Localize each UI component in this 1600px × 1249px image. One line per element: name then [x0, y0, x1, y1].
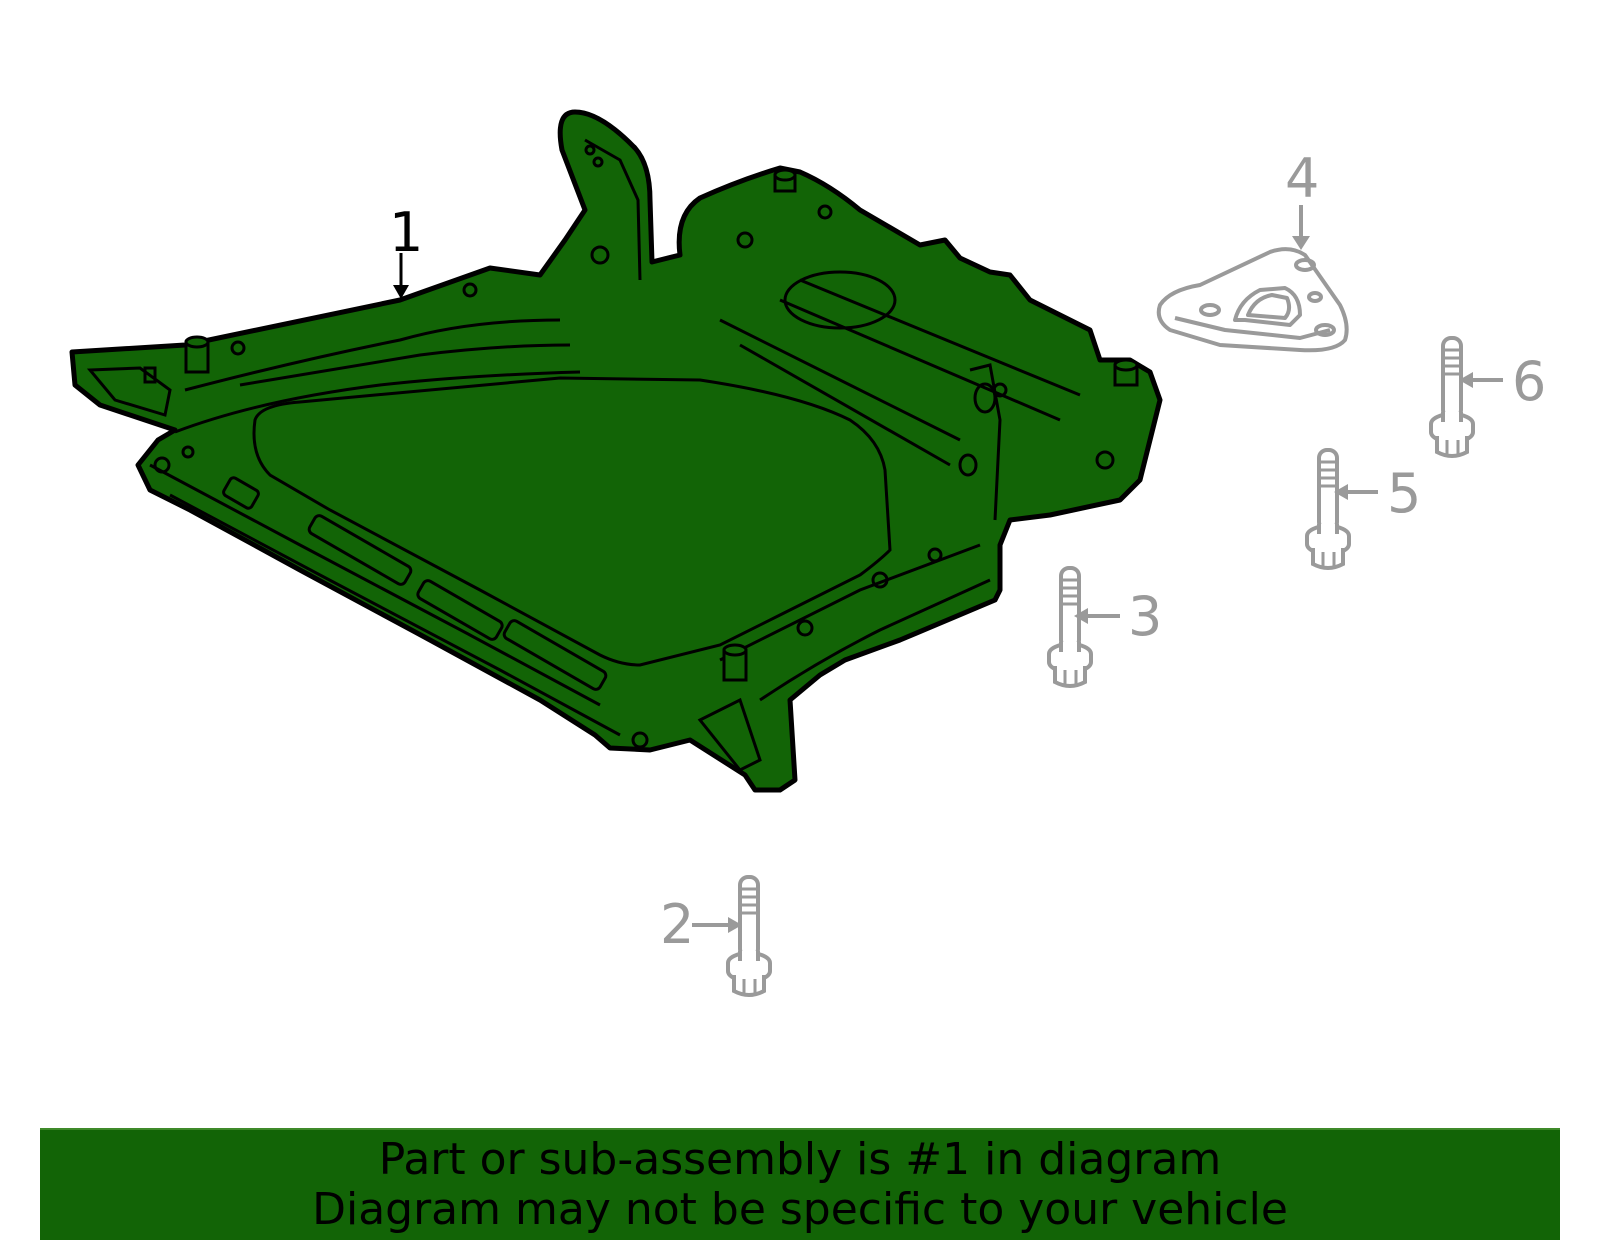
- bolt-part-6[interactable]: [1429, 336, 1475, 458]
- callout-5-arrow: [1334, 484, 1378, 500]
- callout-3-arrow: [1074, 608, 1120, 624]
- bracket-part-4[interactable]: [1156, 247, 1349, 353]
- callout-1-arrow: [393, 253, 409, 299]
- callout-number-3[interactable]: 3: [1128, 585, 1163, 648]
- bolt-part-2[interactable]: [726, 875, 772, 997]
- callout-number-1[interactable]: 1: [389, 201, 424, 264]
- crossmember-part-1[interactable]: [69, 109, 1163, 793]
- banner-line-2: Diagram may not be specific to your vehi…: [312, 1184, 1288, 1235]
- bolt-part-5[interactable]: [1305, 448, 1351, 570]
- callout-6-arrow: [1459, 372, 1503, 388]
- callout-number-4[interactable]: 4: [1285, 147, 1320, 210]
- banner-line-1: Part or sub-assembly is #1 in diagram: [378, 1134, 1222, 1185]
- callout-number-5[interactable]: 5: [1387, 462, 1422, 525]
- info-banner: Part or sub-assembly is #1 in diagram Di…: [40, 1128, 1560, 1240]
- bolt-part-3[interactable]: [1047, 566, 1093, 688]
- callout-4-arrow: [1292, 205, 1310, 250]
- callout-2-arrow: [692, 917, 742, 933]
- callout-number-2[interactable]: 2: [660, 893, 695, 956]
- callout-number-6[interactable]: 6: [1512, 350, 1547, 413]
